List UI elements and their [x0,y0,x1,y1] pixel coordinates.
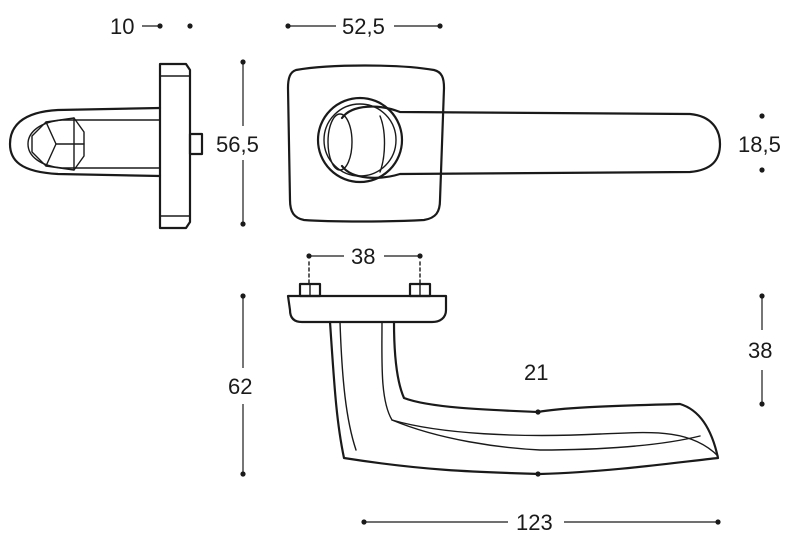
dim-label-21: 21 [524,360,548,385]
dim-lever-length: 123 [361,510,721,535]
top-view [286,282,720,476]
dim-label-10: 10 [110,14,134,39]
dim-rose-width: 52,5 [285,14,443,39]
dim-lever-drop: 38 [748,293,772,407]
dim-label-38-right: 38 [748,338,772,363]
front-view [286,64,722,223]
dim-fixing-distance: 38 [306,244,423,285]
dim-lever-diameter: 18,5 [738,113,781,173]
dim-label-38-top: 38 [351,244,375,269]
side-view [8,62,204,230]
dim-label-123: 123 [516,510,553,535]
dim-lever-section: 21 [524,360,548,477]
dim-total-height: 62 [228,293,252,477]
dim-label-52-5: 52,5 [342,14,385,39]
dim-label-18-5: 18,5 [738,132,781,157]
dim-label-62: 62 [228,374,252,399]
dim-rose-height: 56,5 [216,59,259,227]
dim-label-56-5: 56,5 [216,132,259,157]
dim-rose-thickness: 10 [110,14,193,39]
